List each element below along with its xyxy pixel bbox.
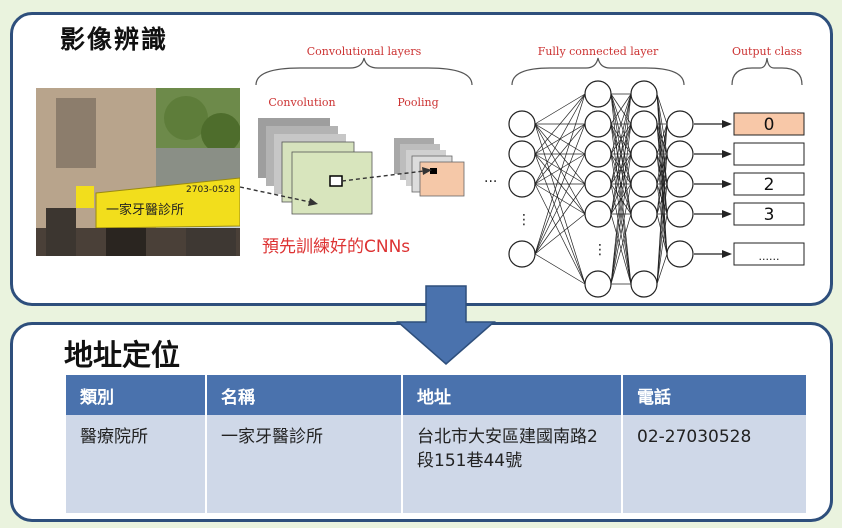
address-table: 類別 名稱 地址 電話 醫療院所 一家牙醫診所 台北市大安區建國南路2段151巷… (66, 375, 806, 513)
neuron-1-3 (584, 170, 612, 198)
fully-connected-layer-label: Fully connected layer (538, 45, 659, 58)
street-photo: 一家牙醫診所 2703-0528 (36, 88, 240, 256)
neuron-2-0 (630, 80, 658, 108)
output-class-label-2: 2 (764, 175, 775, 195)
network-neurons (508, 80, 694, 298)
neuron-2-1 (630, 110, 658, 138)
photo-phone-text: 2703-0528 (186, 185, 235, 195)
output-class-label: Output class (732, 45, 802, 58)
output-class-box-2 (733, 172, 805, 196)
cell-address: 台北市大安區建國南路2段151巷44號 (402, 415, 623, 513)
svg-text:⋮: ⋮ (517, 212, 531, 228)
cell-category: 醫療院所 (66, 415, 207, 513)
pooling-feature-maps (394, 138, 465, 197)
neuron-1-4 (584, 200, 612, 228)
neuron-2-4 (630, 200, 658, 228)
output-class-box-4 (733, 242, 805, 266)
fc-bracket (511, 57, 685, 86)
neuron-2-5 (630, 270, 658, 298)
neuron-1-1 (584, 110, 612, 138)
neuron-0-2 (508, 170, 536, 198)
output-bracket (731, 57, 803, 86)
network-connections (534, 93, 668, 285)
pooling-label: Pooling (397, 96, 438, 109)
table-header-row: 類別 名稱 地址 電話 (66, 375, 806, 415)
convolutional-layers-label: Convolutional layers (307, 45, 422, 58)
pretrained-cnns-label: 預先訓練好的CNNs (262, 237, 411, 257)
output-class-label-0: 0 (764, 115, 775, 135)
neuron-0-3 (508, 240, 536, 268)
neuron-3-3 (666, 200, 694, 228)
column-header-phone: 電話 (622, 375, 806, 415)
neuron-1-5 (584, 270, 612, 298)
svg-text:⋮: ⋮ (593, 242, 607, 258)
neuron-2-3 (630, 170, 658, 198)
neuron-2-2 (630, 140, 658, 168)
section-title-address-locating: 地址定位 (64, 338, 181, 372)
neuron-3-2 (666, 170, 694, 198)
column-header-name: 名稱 (206, 375, 403, 415)
cell-name: 一家牙醫診所 (206, 415, 403, 513)
output-class-label-4: ...... (759, 250, 780, 263)
output-class-label-3: 3 (764, 205, 775, 225)
neuron-0-1 (508, 140, 536, 168)
photo-sign-text: 一家牙醫診所 (106, 202, 184, 218)
neuron-1-0 (584, 80, 612, 108)
section-title-image-recognition: 影像辨識 (60, 25, 169, 54)
column-header-address: 地址 (402, 375, 623, 415)
cell-phone: 02-27030528 (622, 415, 806, 513)
output-class-box-1 (733, 142, 805, 166)
column-header-category: 類別 (66, 375, 207, 415)
neuron-3-4 (666, 240, 694, 268)
convolution-label: Convolution (268, 96, 335, 109)
neuron-1-2 (584, 140, 612, 168)
neuron-3-1 (666, 140, 694, 168)
output-class-box-3 (733, 202, 805, 226)
ellipsis: ··· (484, 174, 497, 190)
neuron-0-0 (508, 110, 536, 138)
conv-bracket (255, 57, 473, 86)
output-classes: 0 2 3...... (694, 112, 805, 266)
convolution-feature-maps (258, 118, 373, 215)
output-class-box-0 (733, 112, 805, 136)
table-row: 醫療院所 一家牙醫診所 台北市大安區建國南路2段151巷44號 02-27030… (66, 415, 806, 513)
neuron-3-0 (666, 110, 694, 138)
